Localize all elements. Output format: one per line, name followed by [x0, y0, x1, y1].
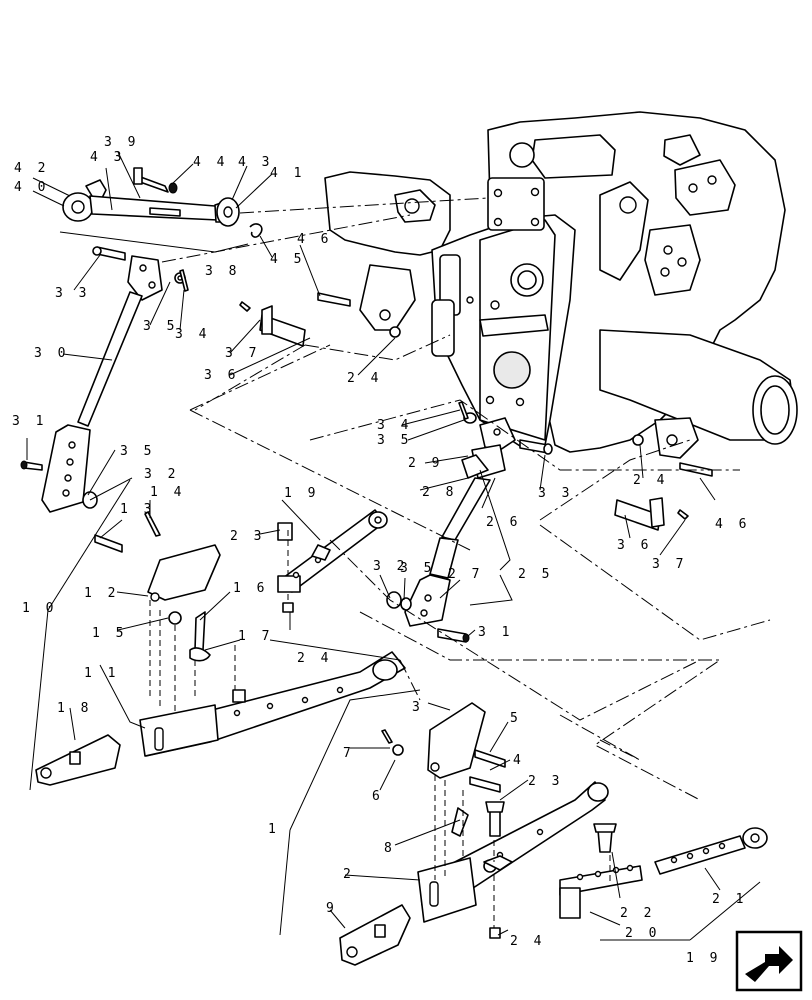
- callout-35b: 3 5: [377, 433, 412, 448]
- callout-6: 6: [372, 789, 384, 804]
- callout-34: 3 4: [175, 327, 210, 342]
- callout-15: 1 5: [92, 626, 127, 641]
- callout-18: 1 8: [57, 701, 92, 716]
- callout-32: 3 2: [144, 467, 179, 482]
- callout-31b: 3 1: [478, 625, 513, 640]
- callout-37b: 3 7: [652, 557, 687, 572]
- callout-43b: 4 3: [238, 155, 273, 170]
- top-link-assembly: [62, 167, 263, 238]
- callout-29: 2 9: [408, 456, 443, 471]
- callout-19: 1 9: [284, 486, 319, 501]
- callout-21: 2 1: [712, 892, 747, 907]
- callout-39: 3 9: [104, 135, 139, 150]
- callout-30: 3 0: [34, 346, 69, 361]
- callout-36b: 3 6: [617, 538, 652, 553]
- callout-42: 4 2: [14, 161, 49, 176]
- callout-22: 2 2: [620, 906, 655, 921]
- callout-46: 4 6: [297, 232, 332, 247]
- next-page-button[interactable]: [735, 930, 803, 992]
- callout-numbers: 4 2 4 0 4 3 3 9 4 4 4 3 4 1 3 8 4 5 4 6 …: [12, 135, 750, 966]
- callout-38: 3 8: [205, 264, 240, 279]
- callout-2: 2: [343, 867, 355, 882]
- callout-23: 2 3: [230, 529, 265, 544]
- callout-37: 3 7: [225, 346, 260, 361]
- callout-43: 4 3: [90, 150, 125, 165]
- rear-axle-housing: [324, 111, 798, 459]
- callout-9: 9: [326, 901, 338, 916]
- callout-10: 1 0: [22, 601, 57, 616]
- callout-32b: 3 2: [373, 559, 408, 574]
- callout-5: 5: [510, 711, 522, 726]
- callout-1: 1: [268, 822, 280, 837]
- callout-7: 7: [343, 746, 355, 761]
- callout-31: 3 1: [12, 414, 47, 429]
- callout-41: 4 1: [270, 166, 305, 181]
- callout-36: 3 6: [204, 368, 239, 383]
- callout-40: 4 0: [14, 180, 49, 195]
- callout-19b: 1 9: [686, 951, 721, 966]
- callout-20: 2 0: [625, 926, 660, 941]
- callout-8: 8: [384, 841, 396, 856]
- callout-35: 3 5: [143, 319, 178, 334]
- callout-14: 1 4: [150, 485, 185, 500]
- pin-sets: [239, 292, 713, 531]
- callout-24: 2 4: [347, 371, 382, 386]
- arrow-forward-icon: [735, 930, 803, 992]
- callout-24d: 2 4: [510, 934, 545, 949]
- callout-12: 1 2: [84, 586, 119, 601]
- callout-24c: 2 4: [297, 651, 332, 666]
- callout-25: 2 5: [518, 567, 553, 582]
- callout-33b: 3 3: [538, 486, 573, 501]
- callout-17: 1 7: [238, 629, 273, 644]
- callout-45: 4 5: [270, 252, 305, 267]
- callout-28: 2 8: [422, 485, 457, 500]
- callout-34b: 3 4: [377, 418, 412, 433]
- lower-link-left-assembly: [35, 511, 406, 786]
- assembly-reference-lines: [149, 197, 771, 928]
- callout-23b: 2 3: [528, 774, 563, 789]
- callout-11: 1 1: [84, 666, 119, 681]
- callout-24b: 2 4: [633, 473, 668, 488]
- stabilizer-assembly-lower: [559, 823, 768, 919]
- callout-26: 2 6: [486, 515, 521, 530]
- stabilizer-assembly-upper: [277, 509, 388, 613]
- callout-44: 4 4: [193, 155, 228, 170]
- callout-46b: 4 6: [715, 517, 750, 532]
- lift-rod-assembly: [20, 246, 189, 513]
- callout-27: 2 7: [448, 567, 483, 582]
- callout-35c: 3 5: [120, 444, 155, 459]
- callout-33: 3 3: [55, 286, 90, 301]
- callout-16: 1 6: [233, 581, 268, 596]
- lift-rod-right-assembly: [386, 401, 553, 643]
- callout-13: 1 3: [120, 502, 155, 517]
- lower-link-right-assembly: [339, 702, 609, 966]
- callout-3: 3: [412, 700, 424, 715]
- callout-4: 4: [513, 753, 525, 768]
- callout-leaders: [26, 151, 761, 941]
- callout-35d: 3 5: [400, 561, 435, 576]
